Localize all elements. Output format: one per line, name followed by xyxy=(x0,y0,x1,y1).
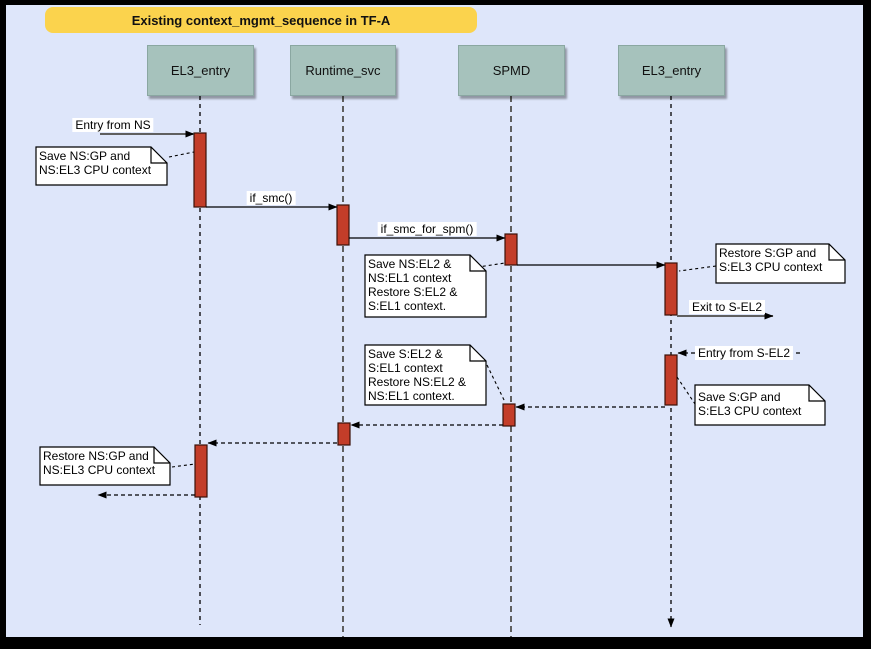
note-shape-save-s-gp xyxy=(694,384,826,426)
note-shape-restore-ns-gp xyxy=(39,446,171,486)
message-label-if-smc: if_smc() xyxy=(246,191,296,205)
note-shape-save-ns-gp xyxy=(35,146,168,186)
note-shape-save-ns-el2 xyxy=(364,254,487,318)
activation-el3-left-1 xyxy=(193,132,207,208)
lifeline-header-el3-entry-right: EL3_entry xyxy=(618,45,725,96)
activation-el3-right-1 xyxy=(664,262,678,316)
note-save-ns-el2: Save NS:EL2 & NS:EL1 context Restore S:E… xyxy=(368,257,458,313)
note-connector-4 xyxy=(486,364,506,403)
lifeline-header-el3-entry-left: EL3_entry xyxy=(147,45,254,96)
note-shape-restore-s-gp xyxy=(715,243,846,284)
activation-spmd-2 xyxy=(502,403,516,427)
message-label-exit-to-s-el2: Exit to S-EL2 xyxy=(688,300,766,314)
diagram-title: Existing context_mgmt_sequence in TF-A xyxy=(45,7,477,33)
message-label-entry-from-ns: Entry from NS xyxy=(72,118,154,132)
note-connector-3 xyxy=(678,265,717,272)
lifeline-header-spmd: SPMD xyxy=(458,45,565,96)
note-connector-1 xyxy=(168,151,195,158)
note-save-ns-gp: Save NS:GP and NS:EL3 CPU context xyxy=(39,149,152,177)
note-shape-save-s-el2 xyxy=(364,344,487,406)
lifeline-header-runtime-svc: Runtime_svc xyxy=(290,45,396,96)
message-label-entry-from-s-el2: Entry from S-EL2 xyxy=(694,346,794,360)
note-connector-5 xyxy=(676,376,696,405)
diagram-lines-layer xyxy=(35,96,846,637)
activation-el3-left-2 xyxy=(194,444,208,498)
activation-el3-right-2 xyxy=(664,354,678,406)
activation-runtime-svc-2 xyxy=(337,422,351,446)
note-connector-6 xyxy=(171,463,196,468)
diagram-canvas: Existing context_mgmt_sequence in TF-A E… xyxy=(6,5,863,637)
activation-spmd-1 xyxy=(504,233,518,266)
note-save-s-gp: Save S:GP and S:EL3 CPU context xyxy=(698,390,802,418)
note-restore-s-gp: Restore S:GP and S:EL3 CPU context xyxy=(719,246,823,274)
activation-runtime-svc-1 xyxy=(336,204,350,246)
note-restore-ns-gp: Restore NS:GP and NS:EL3 CPU context xyxy=(43,449,156,477)
note-save-s-el2: Save S:EL2 & S:EL1 context Restore NS:EL… xyxy=(368,347,467,403)
message-label-if-smc-for-spm: if_smc_for_spm() xyxy=(377,222,477,236)
